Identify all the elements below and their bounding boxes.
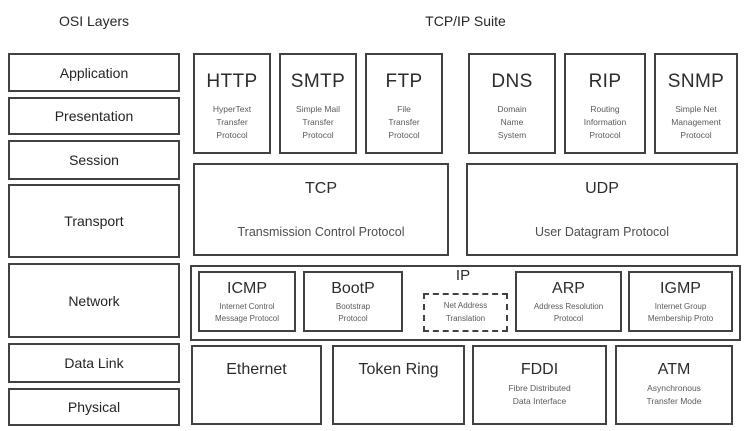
protocol-tcp-box: TCP Transmission Control Protocol [193,163,449,256]
protocol-full-name: Fibre Distributed Data Interface [508,383,571,406]
protocol-full-name: Simple Net Management Protocol [671,104,721,140]
osi-layer-label: Session [69,152,119,168]
link-fddi-box: FDDI Fibre Distributed Data Interface [472,345,607,425]
protocol-ftp-box: FTP File Transfer Protocol [365,53,443,154]
protocol-bootp-box: BootP Bootstrap Protocol [303,271,403,332]
protocol-igmp-box: IGMP Internet Group Membership Proto [628,271,733,332]
protocol-full-name: User Datagram Protocol [534,225,670,239]
protocol-icmp-box: ICMP Internet Control Message Protocol [198,271,296,332]
protocol-abbr: RIP [588,71,622,92]
link-ethernet-box: Ethernet [191,345,322,425]
protocol-rip-box: RIP Routing Information Protocol [564,53,646,154]
protocol-abbr: SNMP [667,71,725,92]
protocol-full-name: File Transfer Protocol [388,104,420,140]
osi-layer-presentation: Presentation [8,97,180,135]
protocol-abbr: FDDI [520,361,559,378]
protocol-full-name: Net Address Translation [443,301,488,323]
osi-layer-label: Transport [64,213,124,229]
osi-layer-label: Network [68,292,120,309]
protocol-abbr: Ethernet [226,361,287,378]
protocol-abbr: UDP [585,180,619,197]
protocol-abbr: Token Ring [358,361,439,378]
link-atm-box: ATM Asynchronous Transfer Mode [615,345,733,425]
osi-layer-label: Data Link [64,355,124,371]
nat-dashed-box: Net Address Translation [423,293,508,332]
protocol-full-name: Internet Control Message Protocol [214,302,280,324]
ip-label: IP [455,267,471,284]
osi-layer-network: Network [8,263,180,338]
protocol-abbr: BootP [331,280,375,297]
protocol-arp-box: ARP Address Resolution Protocol [515,271,622,332]
protocol-abbr: HTTP [206,71,258,92]
protocol-full-name: HyperText Transfer Protocol [212,104,252,140]
osi-layer-physical: Physical [8,388,180,426]
osi-layers-title: OSI Layers [58,13,130,29]
protocol-abbr: SMTP [290,71,346,92]
osi-layer-application: Application [8,53,180,92]
protocol-full-name: Asynchronous Transfer Mode [646,383,702,406]
protocol-snmp-box: SNMP Simple Net Management Protocol [654,53,738,154]
protocol-abbr: IGMP [660,280,701,297]
protocol-smtp-box: SMTP Simple Mail Transfer Protocol [279,53,357,154]
protocol-abbr: DNS [491,71,533,92]
protocol-abbr: ARP [552,280,585,297]
protocol-abbr: FTP [385,71,423,92]
protocol-full-name: Simple Mail Transfer Protocol [296,104,340,140]
tcpip-suite-title: TCP/IP Suite [425,13,506,29]
link-token-ring-box: Token Ring [332,345,465,425]
protocol-abbr: ICMP [227,280,267,297]
protocol-full-name: Transmission Control Protocol [237,225,405,239]
osi-layer-label: Presentation [54,108,134,124]
protocol-full-name: Bootstrap Protocol [335,302,371,324]
protocol-udp-box: UDP User Datagram Protocol [466,163,738,256]
protocol-abbr: TCP [305,180,337,197]
osi-layer-transport: Transport [8,184,180,258]
protocol-abbr: ATM [657,361,691,378]
osi-layer-label: Application [59,64,129,81]
protocol-http-box: HTTP HyperText Transfer Protocol [193,53,271,154]
osi-layer-label: Physical [67,399,121,415]
protocol-full-name: Routing Information Protocol [583,104,627,140]
protocol-full-name: Address Resolution Protocol [533,302,604,324]
osi-layer-data-link: Data Link [8,343,180,383]
protocol-dns-box: DNS Domain Name System [468,53,556,154]
protocol-full-name: Domain Name System [497,104,527,140]
protocol-full-name: Internet Group Membership Proto [647,302,714,324]
osi-layer-session: Session [8,140,180,180]
